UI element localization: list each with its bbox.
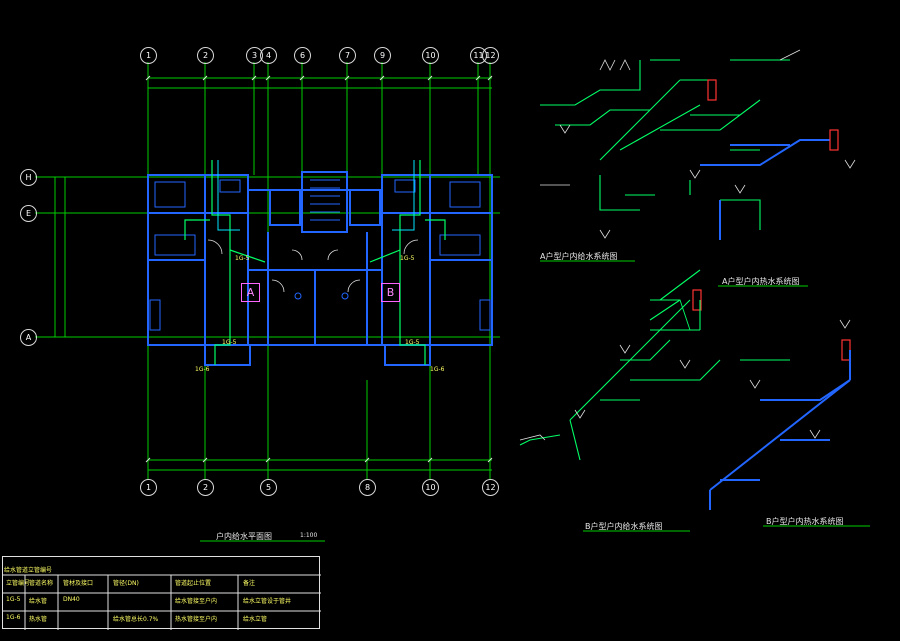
grid-tag-top: 6 — [294, 47, 311, 64]
table-cell: 立管编号 — [6, 580, 31, 587]
table-cell: 热水管 — [29, 616, 48, 623]
grid-tag-top: 10 — [422, 47, 439, 64]
table-cell: 1G-5 — [6, 596, 21, 603]
table-cell: 给水管 — [29, 598, 48, 605]
system-title-b-hot: B户型户内热水系统图 — [766, 517, 844, 526]
grid-tag-bottom: 1 — [140, 479, 157, 496]
table-cell: 热水管接至户内 — [175, 616, 218, 623]
room-tag-a: A — [241, 283, 260, 302]
table-cell: 备注 — [243, 580, 256, 587]
table-cell: 给水立管设于管井 — [243, 598, 292, 605]
table-cell: 管道名称 — [29, 580, 54, 587]
system-title-a-hot: A户型户内热水系统图 — [722, 277, 800, 286]
table-cell: 给水管接至户内 — [175, 598, 218, 605]
grid-tag-bottom: 8 — [359, 479, 376, 496]
system-title-a-supply: A户型户内给水系统图 — [540, 252, 618, 261]
riser-label: 1G-5 — [235, 255, 250, 262]
table-cell: DN40 — [63, 596, 80, 603]
grid-tag-left: E — [20, 205, 37, 222]
plan-title: 户内给水平面图 — [216, 532, 272, 541]
grid-tag-left: H — [20, 169, 37, 186]
system-title-b-supply: B户型户内给水系统图 — [585, 522, 663, 531]
table-cell: 管材及接口 — [63, 580, 94, 587]
table-cell: 管径(DN) — [113, 580, 139, 587]
riser-label: 1G-6 — [430, 366, 445, 373]
grid-tag-bottom: 2 — [197, 479, 214, 496]
table-cell: 管道起止位置 — [175, 580, 212, 587]
riser-label: 1G-5 — [400, 255, 415, 262]
grid-tag-top: 9 — [374, 47, 391, 64]
riser-label: 1G-5 — [405, 339, 420, 346]
table-title: 给水管道立管编号 — [4, 567, 53, 574]
grid-tag-bottom: 5 — [260, 479, 277, 496]
grid-tag-bottom: 12 — [482, 479, 499, 496]
plan-scale: 1:100 — [300, 532, 318, 539]
grid-tag-left: A — [20, 329, 37, 346]
table-cell: 1G-6 — [6, 614, 21, 621]
grid-tag-bottom: 10 — [422, 479, 439, 496]
riser-table: 立管编号管道名称 管材及接口 管径(DN) 管道起止位置 备注 1G-5 给水管 DN40 给水… — [2, 556, 321, 630]
room-tag-b: B — [381, 283, 400, 302]
grid-tag-top: 2 — [197, 47, 214, 64]
riser-label: 1G-6 — [195, 366, 210, 373]
grid-tag-top: 7 — [339, 47, 356, 64]
grid-tag-top: 12 — [482, 47, 499, 64]
grid-tag-top: 1 — [140, 47, 157, 64]
table-cell: 给水立管 — [243, 616, 268, 623]
grid-tag-top: 4 — [260, 47, 277, 64]
table-grid — [3, 574, 321, 630]
table-cell: 给水管总长0.7% — [113, 616, 159, 623]
riser-label: 1G-5 — [222, 339, 237, 346]
